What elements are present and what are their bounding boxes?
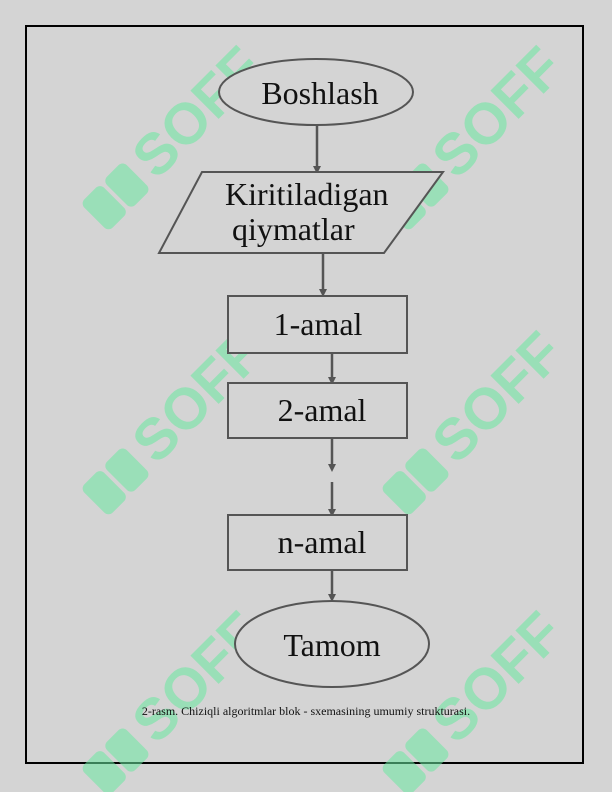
page-frame	[25, 25, 584, 764]
input-label-line2: qiymatlar	[232, 211, 355, 247]
ss-logo-icon	[82, 163, 149, 230]
ss-logo-icon	[382, 728, 449, 792]
end-label: Tamom	[283, 627, 380, 663]
watermark-text: SOFF	[420, 600, 575, 755]
input-label-line1: Kiritiladigan	[225, 176, 389, 212]
start-terminal: Boshlash	[218, 58, 414, 126]
ss-logo-icon	[82, 728, 149, 792]
start-label: Boshlash	[261, 75, 378, 111]
input-block: Kiritiladigan qiymatlar	[157, 171, 445, 254]
process-step-n: n-amal	[227, 514, 408, 571]
ss-logo-icon	[82, 448, 149, 515]
step1-label: 1-amal	[274, 306, 363, 342]
process-step-2: 2-amal	[227, 382, 408, 439]
step2-label: 2-amal	[278, 392, 367, 428]
process-step-1: 1-amal	[227, 295, 408, 354]
end-terminal: Tamom	[234, 600, 430, 688]
stepn-label: n-amal	[278, 524, 367, 560]
ss-logo-icon	[382, 448, 449, 515]
watermark-text: SOFF	[420, 320, 575, 475]
figure-caption: 2-rasm. Chiziqli algoritmlar blok - sxem…	[141, 704, 471, 718]
watermark-text: SOFF	[420, 35, 575, 190]
